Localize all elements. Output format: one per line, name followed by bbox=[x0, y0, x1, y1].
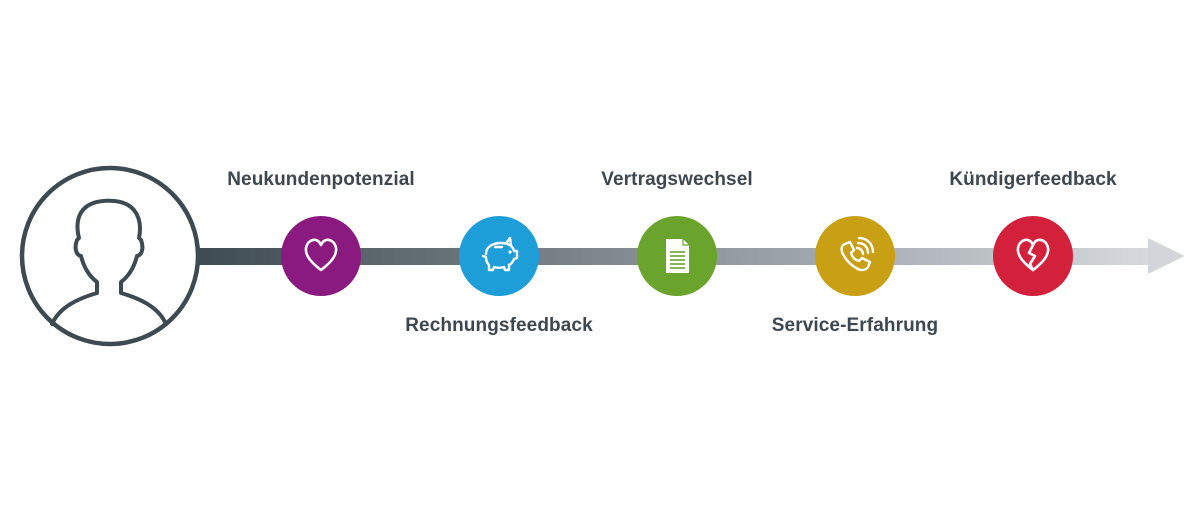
step-1-label: Neukundenpotenzial bbox=[227, 169, 415, 190]
step-4-circle bbox=[815, 216, 895, 296]
timeline-arrowhead bbox=[1148, 238, 1185, 274]
step-3-circle bbox=[637, 216, 717, 296]
step-5-label: Kündigerfeedback bbox=[949, 169, 1117, 190]
broken-heart-icon bbox=[1016, 238, 1050, 272]
piggy-bank-icon bbox=[481, 236, 519, 272]
document-icon bbox=[666, 239, 689, 273]
step-1-circle bbox=[281, 216, 361, 296]
step-5-circle bbox=[993, 216, 1073, 296]
step-2-label: Rechnungsfeedback bbox=[405, 315, 593, 336]
phone-icon bbox=[840, 236, 875, 272]
customer-avatar-icon bbox=[19, 165, 201, 347]
step-3-label: Vertragswechsel bbox=[601, 169, 753, 190]
heart-icon bbox=[304, 238, 338, 272]
step-4-label: Service-Erfahrung bbox=[771, 315, 939, 336]
step-2-circle bbox=[459, 216, 539, 296]
